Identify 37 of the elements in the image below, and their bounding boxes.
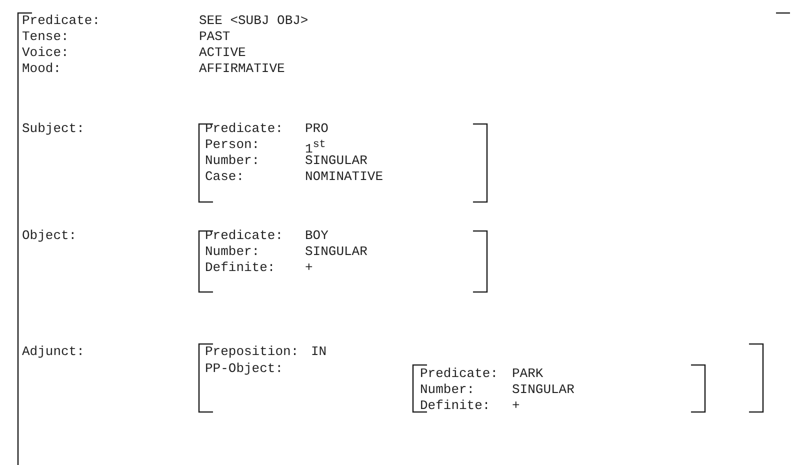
feature-name: Mood: (22, 61, 62, 77)
feature-name: Case: (205, 169, 244, 185)
feature-name: Predicate: (205, 121, 284, 137)
feature-value: + (512, 398, 520, 414)
feature-value: ACTIVE (199, 45, 246, 61)
feature-value: NOMINATIVE (305, 169, 384, 185)
attribute-matrix (198, 343, 764, 413)
attribute-matrix (198, 123, 488, 203)
feature-name: Number: (420, 382, 475, 398)
feature-value: SINGULAR (512, 382, 574, 398)
feature-name: Voice: (22, 45, 69, 61)
attribute-matrix (17, 12, 790, 465)
feature-name: PP-Object: (205, 361, 284, 377)
feature-name: Number: (205, 153, 260, 169)
feature-value: + (305, 260, 313, 276)
feature-value: BOY (305, 228, 328, 244)
feature-name: Definite: (205, 260, 276, 276)
feature-value: PARK (512, 366, 544, 382)
feature-name: Definite: (420, 398, 490, 414)
feature-value: PAST (199, 29, 230, 45)
feature-name: Person: (205, 137, 260, 153)
feature-name: Subject: (22, 121, 84, 137)
feature-name: Predicate: (22, 13, 100, 29)
feature-name: Predicate: (205, 228, 284, 244)
feature-name: Preposition: (205, 344, 299, 360)
feature-value: IN (311, 344, 327, 360)
feature-name: Adjunct: (22, 344, 84, 360)
feature-name: Object: (22, 228, 77, 244)
feature-name: Number: (205, 244, 260, 260)
attribute-matrix (412, 364, 706, 413)
feature-name: Predicate: (420, 366, 498, 382)
feature-name: Tense: (22, 29, 69, 45)
feature-value: SEE <SUBJ OBJ> (199, 13, 308, 29)
feature-value: AFFIRMATIVE (199, 61, 285, 77)
feature-value: SINGULAR (305, 244, 368, 260)
attribute-matrix (198, 230, 488, 293)
feature-value: PRO (305, 121, 328, 137)
